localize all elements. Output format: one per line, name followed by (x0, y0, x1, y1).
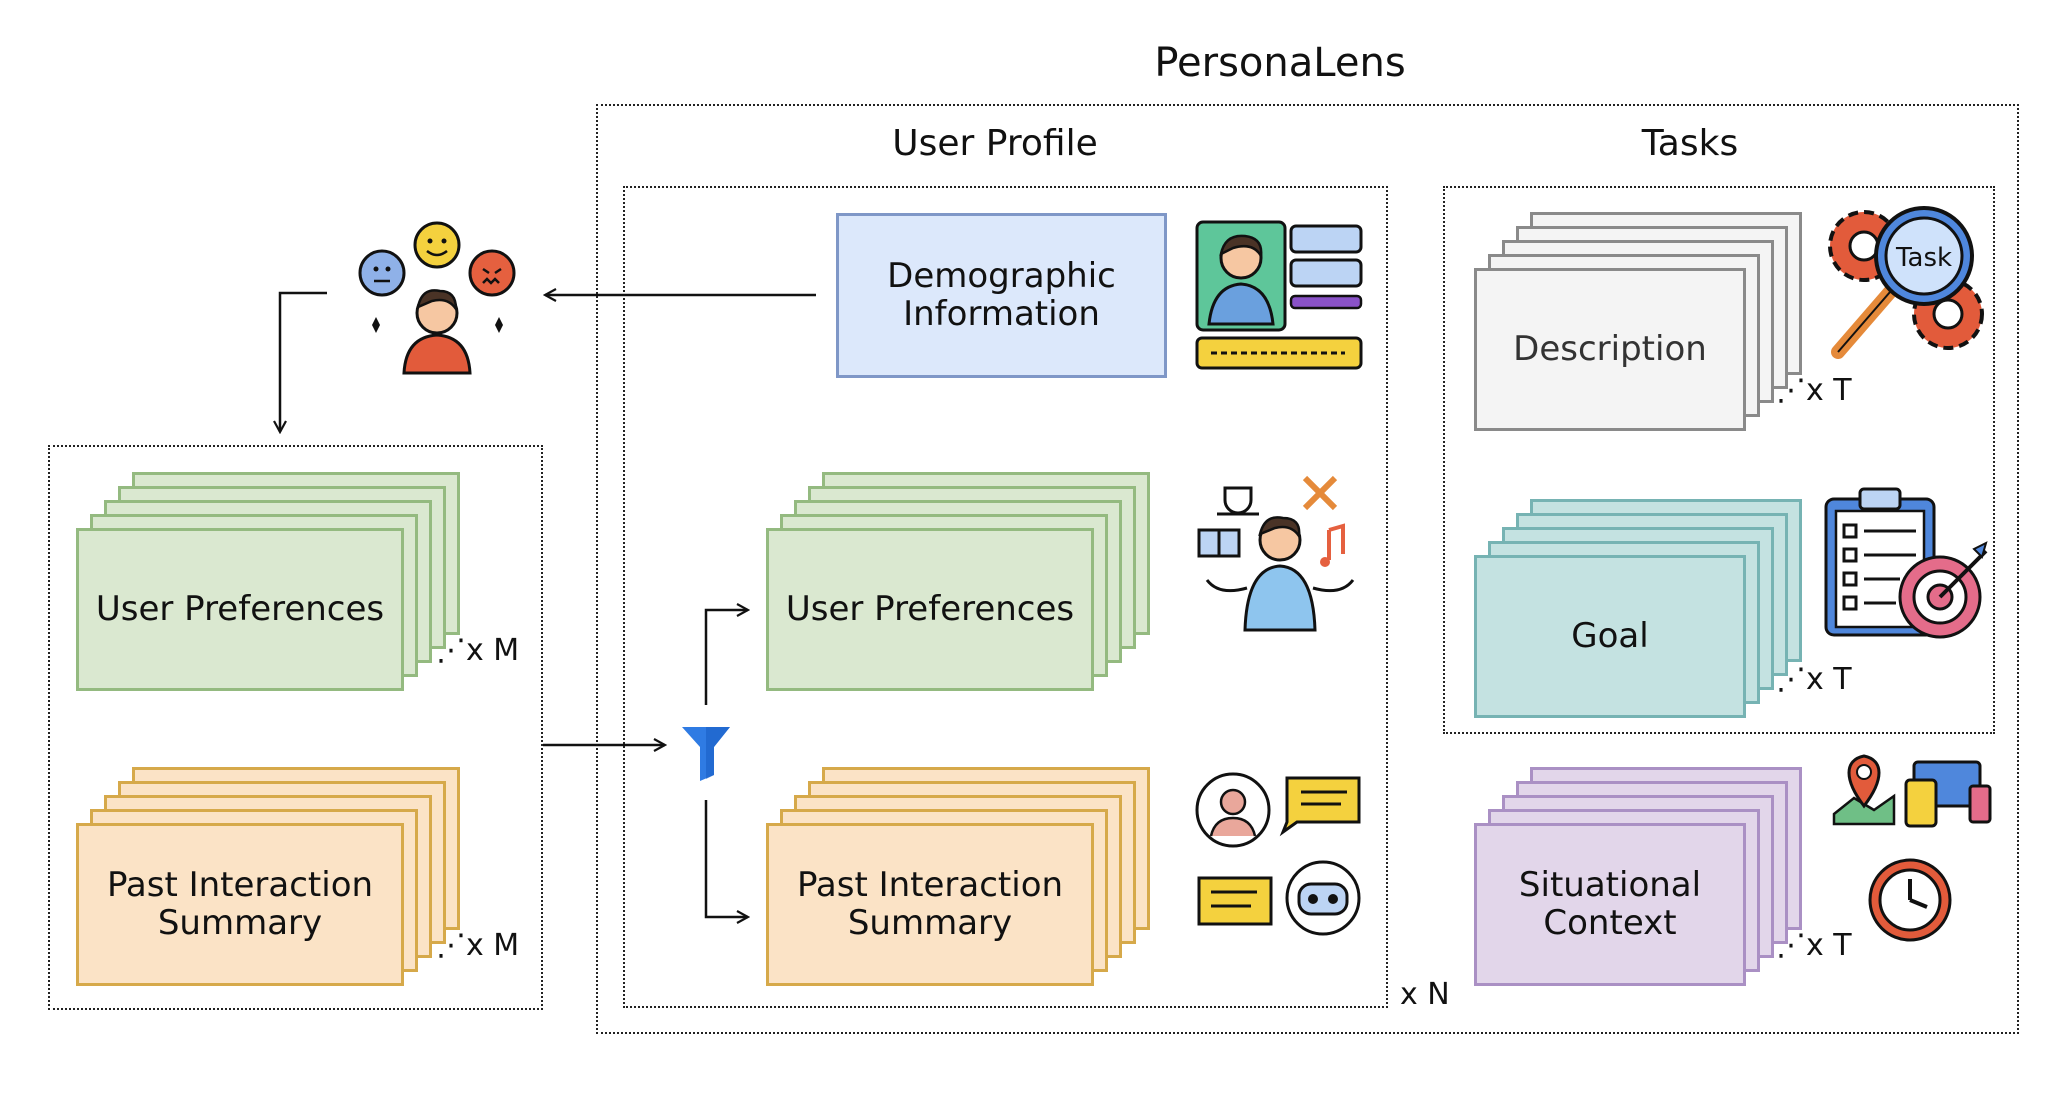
demographic-information-box (836, 213, 1167, 378)
profile-card-icon (1195, 220, 1363, 370)
tasks-container (1443, 186, 1995, 734)
left-past-interaction-stack-card (76, 823, 404, 986)
task-badge-label: Task (1895, 243, 1953, 273)
preference-pool-container (48, 445, 543, 1010)
goal-stack-card (1474, 555, 1746, 718)
context-location-devices-icon (1832, 754, 1992, 828)
description-label: Description (1513, 328, 1707, 369)
tasks-heading: Tasks (1641, 123, 1739, 164)
arrow-filter-to-preferences (704, 610, 748, 705)
filter-funnel-icon (682, 727, 730, 781)
profile-preferences-label: User Preferences (785, 588, 1075, 629)
hobbies-person-icon (1197, 475, 1355, 632)
left-past-interaction-label: Past Interaction Summary (106, 865, 374, 943)
personalens-container (596, 104, 2019, 1034)
task-search-icon (1828, 206, 1984, 359)
profile-past-interaction-label: Past Interaction Summary (796, 865, 1064, 943)
left-preferences-label: User Preferences (95, 588, 385, 629)
profile-preferences-stack-card (766, 528, 1094, 691)
multiplier-m-preferences: ⋰x M (436, 633, 520, 668)
situational-context-label: Situational Context (1518, 865, 1702, 943)
left-preferences-stack-card (76, 528, 404, 691)
situational-context-stack-card (1474, 823, 1746, 986)
arrow-filter-to-past (704, 800, 748, 917)
multiplier-n: x N (1400, 977, 1450, 1012)
user-emotions-icon (358, 221, 516, 375)
profile-past-interaction-stack-card (766, 823, 1094, 986)
demographic-information-label: Demographic Information (887, 256, 1116, 334)
user-profile-container (623, 186, 1388, 1008)
user-profile-heading: User Profile (892, 123, 1098, 164)
description-stack-card (1474, 268, 1746, 431)
goal-target-icon (1824, 487, 1988, 639)
clock-icon (1868, 858, 1952, 942)
multiplier-t-goal: ⋰x T (1776, 662, 1852, 697)
conversation-icon (1195, 772, 1361, 936)
multiplier-t-context: ⋰x T (1776, 928, 1852, 963)
multiplier-t-description: ⋰x T (1776, 373, 1852, 408)
diagram-title: PersonaLens (1154, 40, 1406, 86)
goal-label: Goal (1571, 615, 1649, 656)
arrow-user-to-pool (280, 291, 327, 432)
multiplier-m-past: ⋰x M (436, 928, 520, 963)
